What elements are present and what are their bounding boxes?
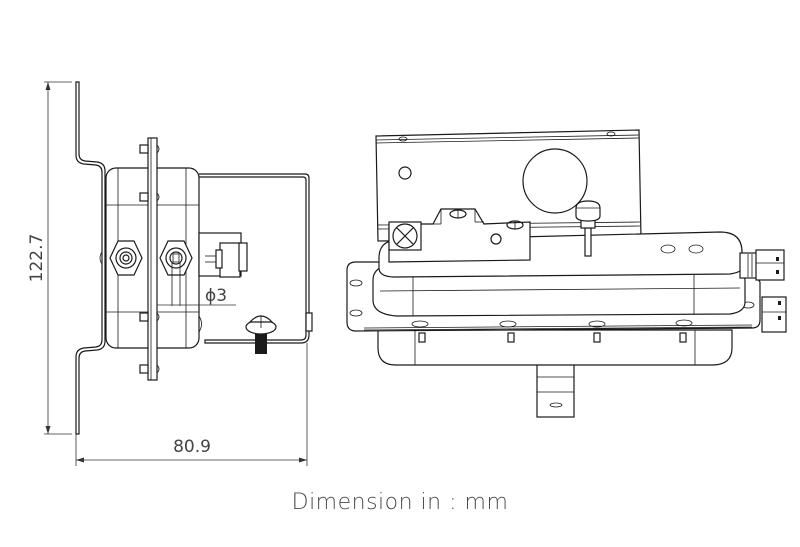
units-caption: Dimension in : mm bbox=[291, 490, 509, 515]
front-view bbox=[346, 129, 787, 418]
port-diameter-label: ϕ3 bbox=[205, 286, 227, 306]
height-dimension-label: 122.7 bbox=[27, 234, 47, 283]
width-dimension-label: 80.9 bbox=[173, 437, 211, 457]
side-view: 122.7 ϕ3 bbox=[27, 81, 313, 466]
